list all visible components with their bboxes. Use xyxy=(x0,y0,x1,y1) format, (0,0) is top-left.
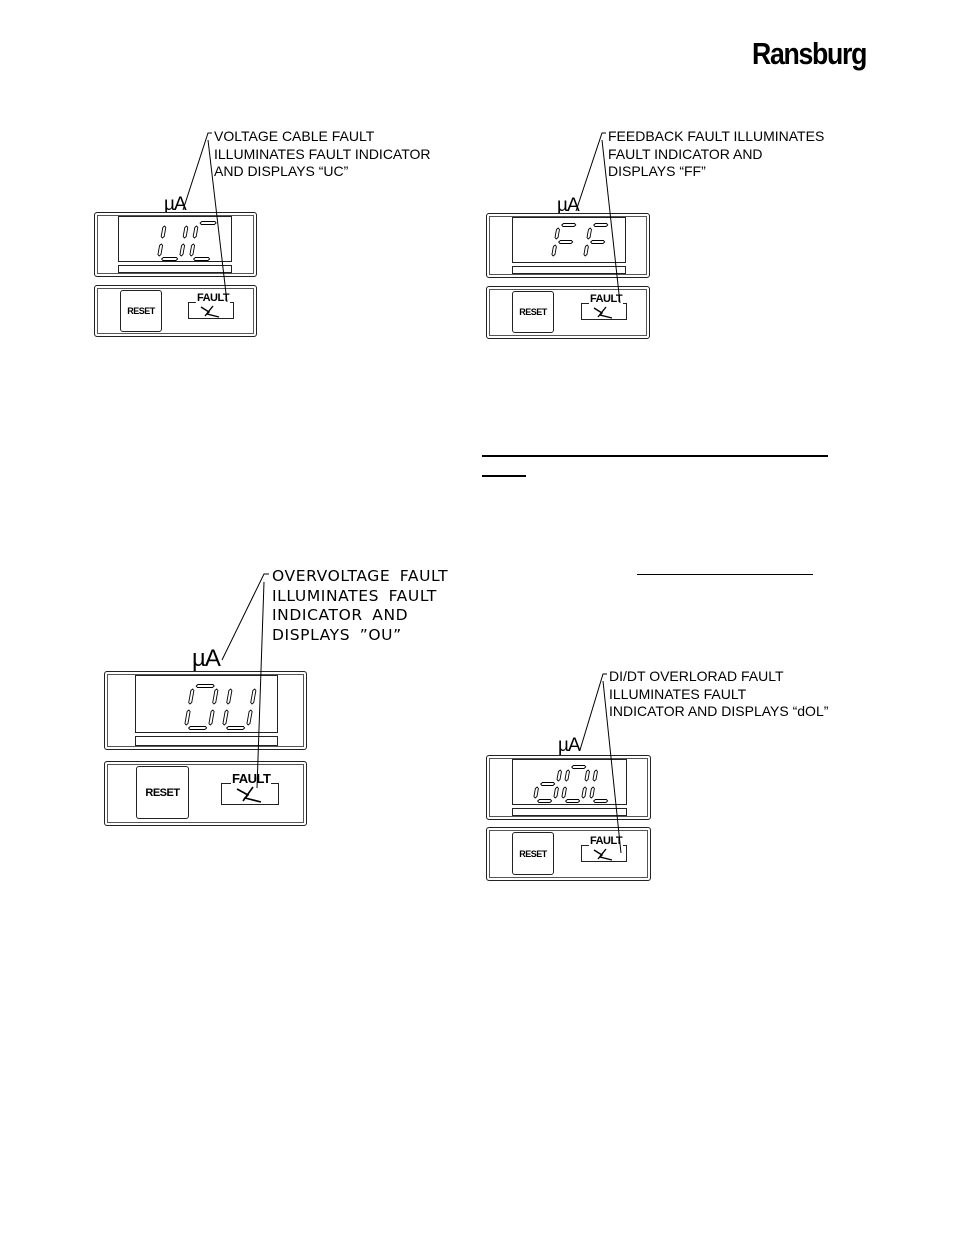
display-segment xyxy=(593,799,609,803)
display-segment xyxy=(189,243,196,257)
display-segment xyxy=(554,227,560,240)
display-segment xyxy=(193,257,211,261)
uc-leader-to-unit xyxy=(182,132,212,211)
fault-lightning-icon xyxy=(593,306,613,319)
display-segment xyxy=(540,782,556,786)
dol-leader-to-fault xyxy=(602,680,622,854)
ff-seven-segment-display xyxy=(551,223,609,257)
display-segment xyxy=(179,243,186,257)
section-heading-underline xyxy=(482,455,828,457)
display-segment xyxy=(208,709,215,726)
display-segment xyxy=(558,240,574,244)
display-segment xyxy=(188,688,195,705)
display-segment xyxy=(199,221,217,225)
ff-leader-to-unit xyxy=(575,132,606,212)
dol-fault-label: FAULT xyxy=(589,835,624,847)
display-segment xyxy=(561,223,577,227)
display-segment xyxy=(161,257,179,261)
ou-control-panel: RESET FAULT xyxy=(104,761,307,826)
display-segment xyxy=(226,688,233,705)
display-segment xyxy=(590,240,606,244)
ou-display-window xyxy=(135,675,278,733)
ou-indicator-strip xyxy=(135,736,278,746)
ff-leader-to-fault xyxy=(601,139,621,304)
ou-seven-segment-display xyxy=(184,684,257,730)
ou-reset-button[interactable]: RESET xyxy=(136,766,189,819)
uc-display-panel xyxy=(94,212,257,277)
dol-control-panel: RESET FAULT xyxy=(486,827,651,881)
dol-display-panel xyxy=(486,755,651,820)
display-segment xyxy=(561,786,567,799)
dol-reset-button[interactable]: RESET xyxy=(512,832,554,875)
display-segment xyxy=(551,244,557,257)
ou-fault-label: FAULT xyxy=(231,771,272,786)
ff-control-panel: RESET FAULT xyxy=(486,286,650,339)
display-segment xyxy=(226,726,246,730)
display-segment xyxy=(192,225,199,239)
dol-display-window xyxy=(512,759,627,805)
uc-unit-label: µA xyxy=(164,194,187,215)
ou-callout-text: OVERVOLTAGE FAULT ILLUMINATES FAULT INDI… xyxy=(272,567,449,644)
display-segment xyxy=(589,786,595,799)
ff-reset-button[interactable]: RESET xyxy=(512,291,554,333)
uc-leader-to-fault xyxy=(207,139,228,303)
brand-logo: Ransburg xyxy=(752,36,867,71)
uc-control-panel: RESET FAULT xyxy=(94,285,257,337)
ff-callout-text: FEEDBACK FAULT ILLUMINATES FAULT INDICAT… xyxy=(608,128,825,179)
dol-callout-text: DI/DT OVERLORAD FAULT ILLUMINATES FAULT … xyxy=(609,668,829,719)
ff-display-window xyxy=(512,217,626,263)
uc-seven-segment-display xyxy=(157,221,217,261)
dol-unit-label: µA xyxy=(558,735,581,756)
ff-indicator-strip xyxy=(512,266,626,274)
display-segment xyxy=(195,684,215,688)
display-segment xyxy=(565,799,581,803)
display-segment xyxy=(222,709,229,726)
display-segment xyxy=(553,786,559,799)
dol-indicator-strip xyxy=(512,808,627,816)
uc-fault-label: FAULT xyxy=(196,292,231,304)
display-segment xyxy=(157,243,164,257)
display-segment xyxy=(160,225,167,239)
display-segment xyxy=(584,769,590,782)
display-segment xyxy=(182,225,189,239)
display-segment xyxy=(250,688,257,705)
display-segment xyxy=(583,244,589,257)
section-heading-underline-end xyxy=(482,475,526,477)
uc-display-window xyxy=(118,216,232,262)
display-segment xyxy=(556,769,562,782)
ff-display-panel xyxy=(486,213,650,278)
ou-leader-to-fault xyxy=(256,581,265,789)
display-segment xyxy=(586,227,592,240)
display-segment xyxy=(581,786,587,799)
display-segment xyxy=(212,688,219,705)
display-segment xyxy=(592,769,598,782)
dol-leader-to-unit xyxy=(579,673,607,751)
dol-seven-segment-display xyxy=(533,765,609,803)
display-segment xyxy=(571,765,587,769)
ou-leader-to-unit xyxy=(221,573,269,661)
ff-unit-label: µA xyxy=(557,195,580,216)
display-segment xyxy=(537,799,553,803)
fault-lightning-icon xyxy=(593,848,613,861)
uc-callout-text: VOLTAGE CABLE FAULT ILLUMINATES FAULT IN… xyxy=(214,128,431,179)
display-segment xyxy=(564,769,570,782)
display-segment xyxy=(533,786,539,799)
display-segment xyxy=(188,726,208,730)
uc-indicator-strip xyxy=(118,265,232,273)
uc-reset-button[interactable]: RESET xyxy=(120,290,162,332)
ff-fault-label: FAULT xyxy=(589,293,624,305)
display-segment xyxy=(246,709,253,726)
display-segment xyxy=(593,223,609,227)
display-segment xyxy=(184,709,191,726)
ou-display-panel xyxy=(104,671,307,750)
ou-unit-label: µA xyxy=(192,645,221,672)
reference-underline xyxy=(637,574,813,575)
fault-lightning-icon xyxy=(236,786,262,803)
fault-lightning-icon xyxy=(200,305,220,318)
